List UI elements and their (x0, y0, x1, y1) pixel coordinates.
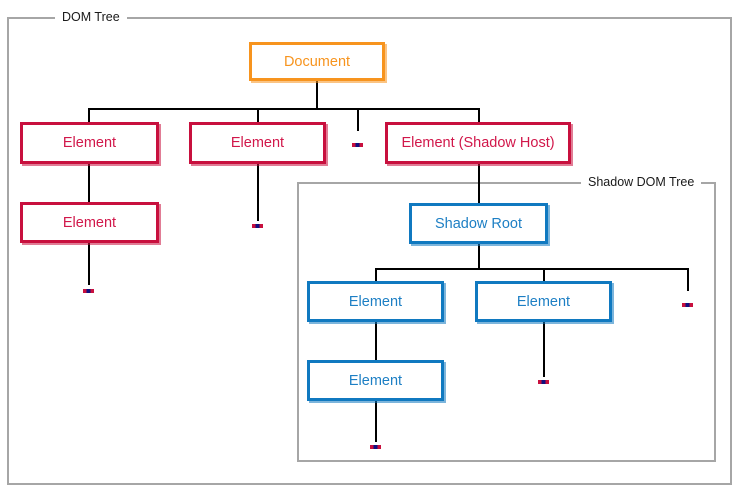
connector-shadow-host-to-shadow-root (478, 164, 480, 204)
connector-shadow-root-to-ellipsis (687, 268, 689, 291)
node-dom-element-1-child[interactable]: Element (20, 202, 159, 243)
node-shadow-element-1[interactable]: Element (307, 281, 444, 322)
connector-document-to-element-1 (88, 108, 90, 123)
connector-element-1-to-child (88, 164, 90, 203)
connector-element-2-to-ellipsis (257, 164, 259, 221)
connector-shadow-element-1-to-child (375, 321, 377, 361)
connector-document-to-shadow-host (478, 108, 480, 123)
node-shadow-element-1-child[interactable]: Element (307, 360, 444, 401)
dom-tree-frame-label: DOM Tree (55, 10, 127, 24)
connector-shadow-root-stem (478, 243, 480, 269)
connector-shadow-root-bus (375, 268, 688, 270)
connector-shadow-root-to-element-1 (375, 268, 377, 282)
node-document[interactable]: Document (249, 42, 385, 81)
ellipsis-document-more-children (352, 143, 363, 147)
ellipsis-shadow-element-1-descendants (370, 445, 381, 449)
node-shadow-root[interactable]: Shadow Root (409, 203, 548, 244)
connector-document-bus (88, 108, 479, 110)
node-shadow-element-2[interactable]: Element (475, 281, 612, 322)
connector-document-to-element-2 (257, 108, 259, 123)
node-shadow-host[interactable]: Element (Shadow Host) (385, 122, 571, 164)
node-dom-element-2[interactable]: Element (189, 122, 326, 164)
connector-shadow-element-1-child-to-ellipsis (375, 400, 377, 442)
connector-element-1-child-to-ellipsis (88, 243, 90, 285)
ellipsis-shadow-element-2-descendants (538, 380, 549, 384)
ellipsis-dom-element-2-descendants (252, 224, 263, 228)
ellipsis-dom-element-1-descendants (83, 289, 94, 293)
shadow-dom-tree-frame (297, 182, 716, 462)
shadow-dom-tree-frame-label: Shadow DOM Tree (581, 175, 702, 189)
connector-shadow-root-to-element-2 (543, 268, 545, 282)
connector-document-to-ellipsis (357, 108, 359, 131)
connector-document-stem (316, 81, 318, 109)
ellipsis-shadow-root-more-children (682, 303, 693, 307)
node-dom-element-1[interactable]: Element (20, 122, 159, 164)
dom-tree-frame (7, 17, 732, 485)
connector-shadow-element-2-to-ellipsis (543, 321, 545, 377)
